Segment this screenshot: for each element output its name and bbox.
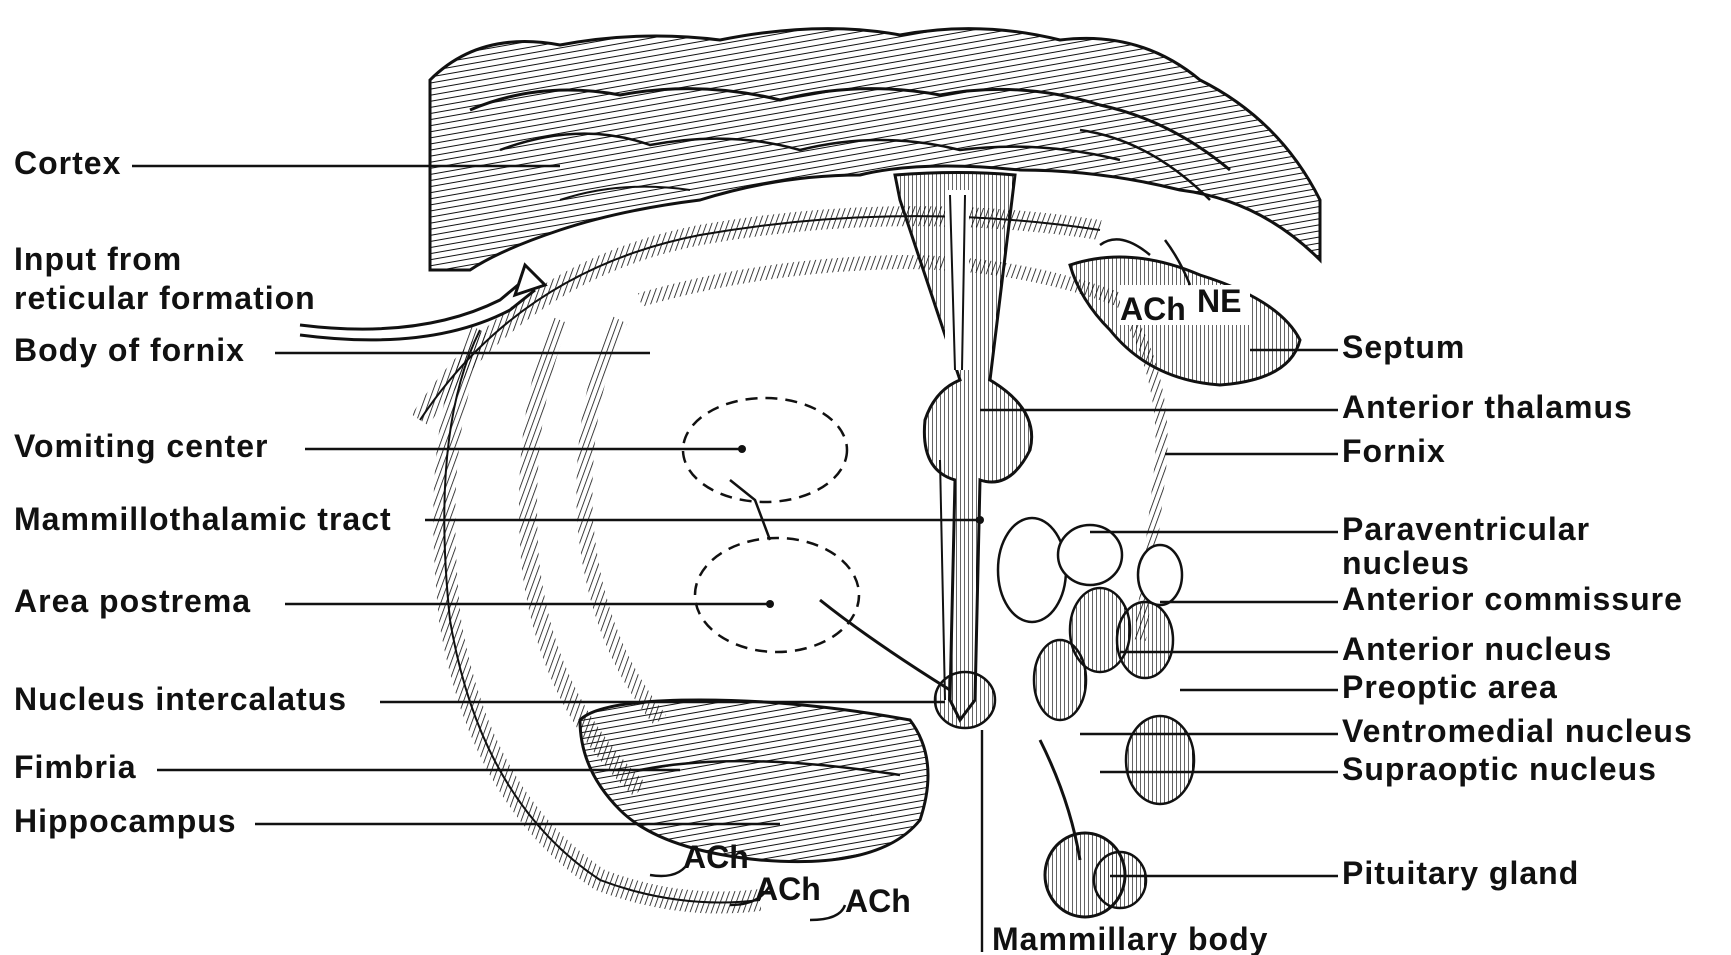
label-paraventricular-line2: nucleus [1342, 545, 1470, 581]
label-anterior-commissure: Anterior commissure [1342, 581, 1683, 617]
cortex-structure [430, 29, 1320, 270]
label-hippocampus: Hippocampus [14, 803, 237, 839]
label-mammillothalamic-tract: Mammillothalamic tract [14, 501, 392, 537]
vomiting-connection [730, 480, 770, 540]
label-supraoptic-nucleus: Supraoptic nucleus [1342, 751, 1657, 787]
label-ventromedial-nucleus: Ventromedial nucleus [1342, 713, 1693, 749]
label-fornix: Fornix [1342, 433, 1446, 469]
label-vomiting-center: Vomiting center [14, 428, 268, 464]
hippocampus-ach-label-2: ACh [755, 871, 821, 907]
mammillothalamic-column [895, 173, 1032, 721]
label-paraventricular-line1: Paraventricular [1342, 511, 1590, 547]
label-area-postrema: Area postrema [14, 583, 251, 619]
label-input-line2: reticular formation [14, 280, 316, 316]
postrema-connection [820, 600, 950, 690]
label-anterior-thalamus: Anterior thalamus [1342, 389, 1633, 425]
label-pituitary-gland: Pituitary gland [1342, 855, 1579, 891]
label-anterior-nucleus: Anterior nucleus [1342, 631, 1612, 667]
septum-ach-label: ACh [1120, 291, 1186, 327]
label-nucleus-intercalatus: Nucleus intercalatus [14, 681, 347, 717]
label-cortex: Cortex [14, 145, 121, 181]
septum-ne-label: NE [1197, 283, 1241, 319]
hippocampus-structure [580, 700, 928, 862]
label-input-line1: Input from [14, 241, 182, 277]
label-septum: Septum [1342, 329, 1465, 365]
hippocampus-ach-label-3: ACh [845, 883, 911, 919]
label-mammillary-body: Mammillary body [992, 921, 1268, 955]
label-preoptic-area: Preoptic area [1342, 669, 1558, 705]
label-fimbria: Fimbria [14, 749, 137, 785]
label-body-of-fornix: Body of fornix [14, 332, 245, 368]
area-postrema-ellipse [695, 538, 859, 652]
hippocampus-ach-label-1: ACh [683, 839, 749, 875]
